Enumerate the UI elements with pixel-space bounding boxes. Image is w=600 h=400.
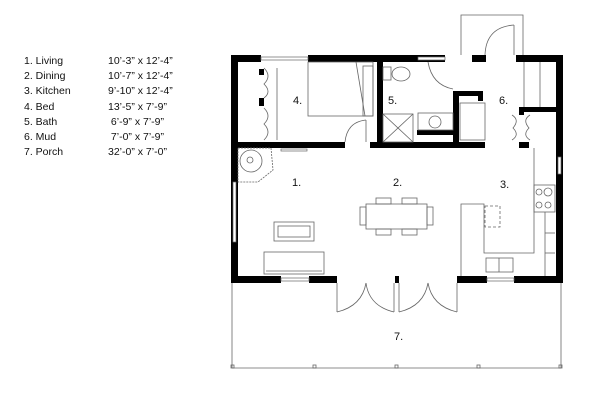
sofa <box>263 251 325 275</box>
shower <box>382 113 414 143</box>
porch-french-doors <box>336 282 458 313</box>
legend-dims: 10’-3” x 12’-4” <box>108 55 173 67</box>
sink <box>428 115 442 129</box>
room-label-living: 1. <box>292 177 301 189</box>
legend-name: 5. Bath <box>24 115 58 128</box>
legend-row-mud: 6. Mud 7’-0” x 7’-9” <box>24 130 188 145</box>
legend-dims: 32’-0” x 7’-0” <box>108 146 167 159</box>
bathroom-fixtures <box>382 61 454 143</box>
walls <box>231 55 563 283</box>
sink <box>485 257 514 273</box>
legend-dims: 9’-10” x 12’-4” <box>108 85 173 98</box>
windows <box>232 56 562 282</box>
room-label-bed: 4. <box>293 95 302 107</box>
legend-dims: 6’-9” x 7’-9” <box>108 115 165 128</box>
wood-stove <box>237 147 274 183</box>
legend-name: 7. Porch <box>24 146 64 159</box>
room-label-dining: 2. <box>393 177 402 189</box>
legend-row-bed: 4. Bed 13’-5” x 7’-9” <box>24 100 188 115</box>
toilet <box>391 66 411 82</box>
legend-dims: 13’-5” x 7’-9” <box>108 100 167 113</box>
closet-door <box>263 67 269 99</box>
room-label-porch: 7. <box>394 331 403 343</box>
living-furniture <box>237 147 325 275</box>
legend-row-porch: 7. Porch 32’-0” x 7’-0” <box>24 145 188 160</box>
legend-row-living: 1. Living 10’-3” x 12’-4” <box>24 54 188 69</box>
bedroom-furniture <box>263 61 374 143</box>
legend-name: 2. Dining <box>24 70 66 83</box>
room-label-kitchen: 3. <box>500 179 509 191</box>
mud-stoop <box>460 14 524 56</box>
legend-row-kitchen: 3. Kitchen 9’-10” x 12’-4” <box>24 84 188 99</box>
bedroom-door <box>344 119 367 143</box>
legend-row-bath: 5. Bath 6’-9” x 7’-9” <box>24 115 188 130</box>
legend-name: 6. Mud <box>24 131 57 144</box>
room-legend: 1. Living 10’-3” x 12’-4” 2. Dining 10’-7”… <box>24 54 188 160</box>
closet-door <box>263 107 269 141</box>
room-label-bath: 5. <box>388 95 397 107</box>
legend-name: 3. Kitchen <box>24 85 71 98</box>
dining-table <box>359 197 434 236</box>
porch <box>230 282 563 369</box>
legend-name: 4. Bed <box>24 100 55 113</box>
mud-fixtures <box>459 62 541 141</box>
legend-row-dining: 2. Dining 10’-7” x 12’-4” <box>24 69 188 84</box>
rug <box>273 221 315 242</box>
kitchen-fixtures <box>460 148 556 276</box>
bath-door <box>427 61 454 90</box>
legend-dims: 10’-7” x 12’-4” <box>108 70 173 83</box>
legend-dims: 7’-0” x 7’-9” <box>108 131 165 144</box>
room-label-mud: 6. <box>499 95 508 107</box>
range <box>533 184 556 213</box>
legend-name: 1. Living <box>24 55 64 67</box>
